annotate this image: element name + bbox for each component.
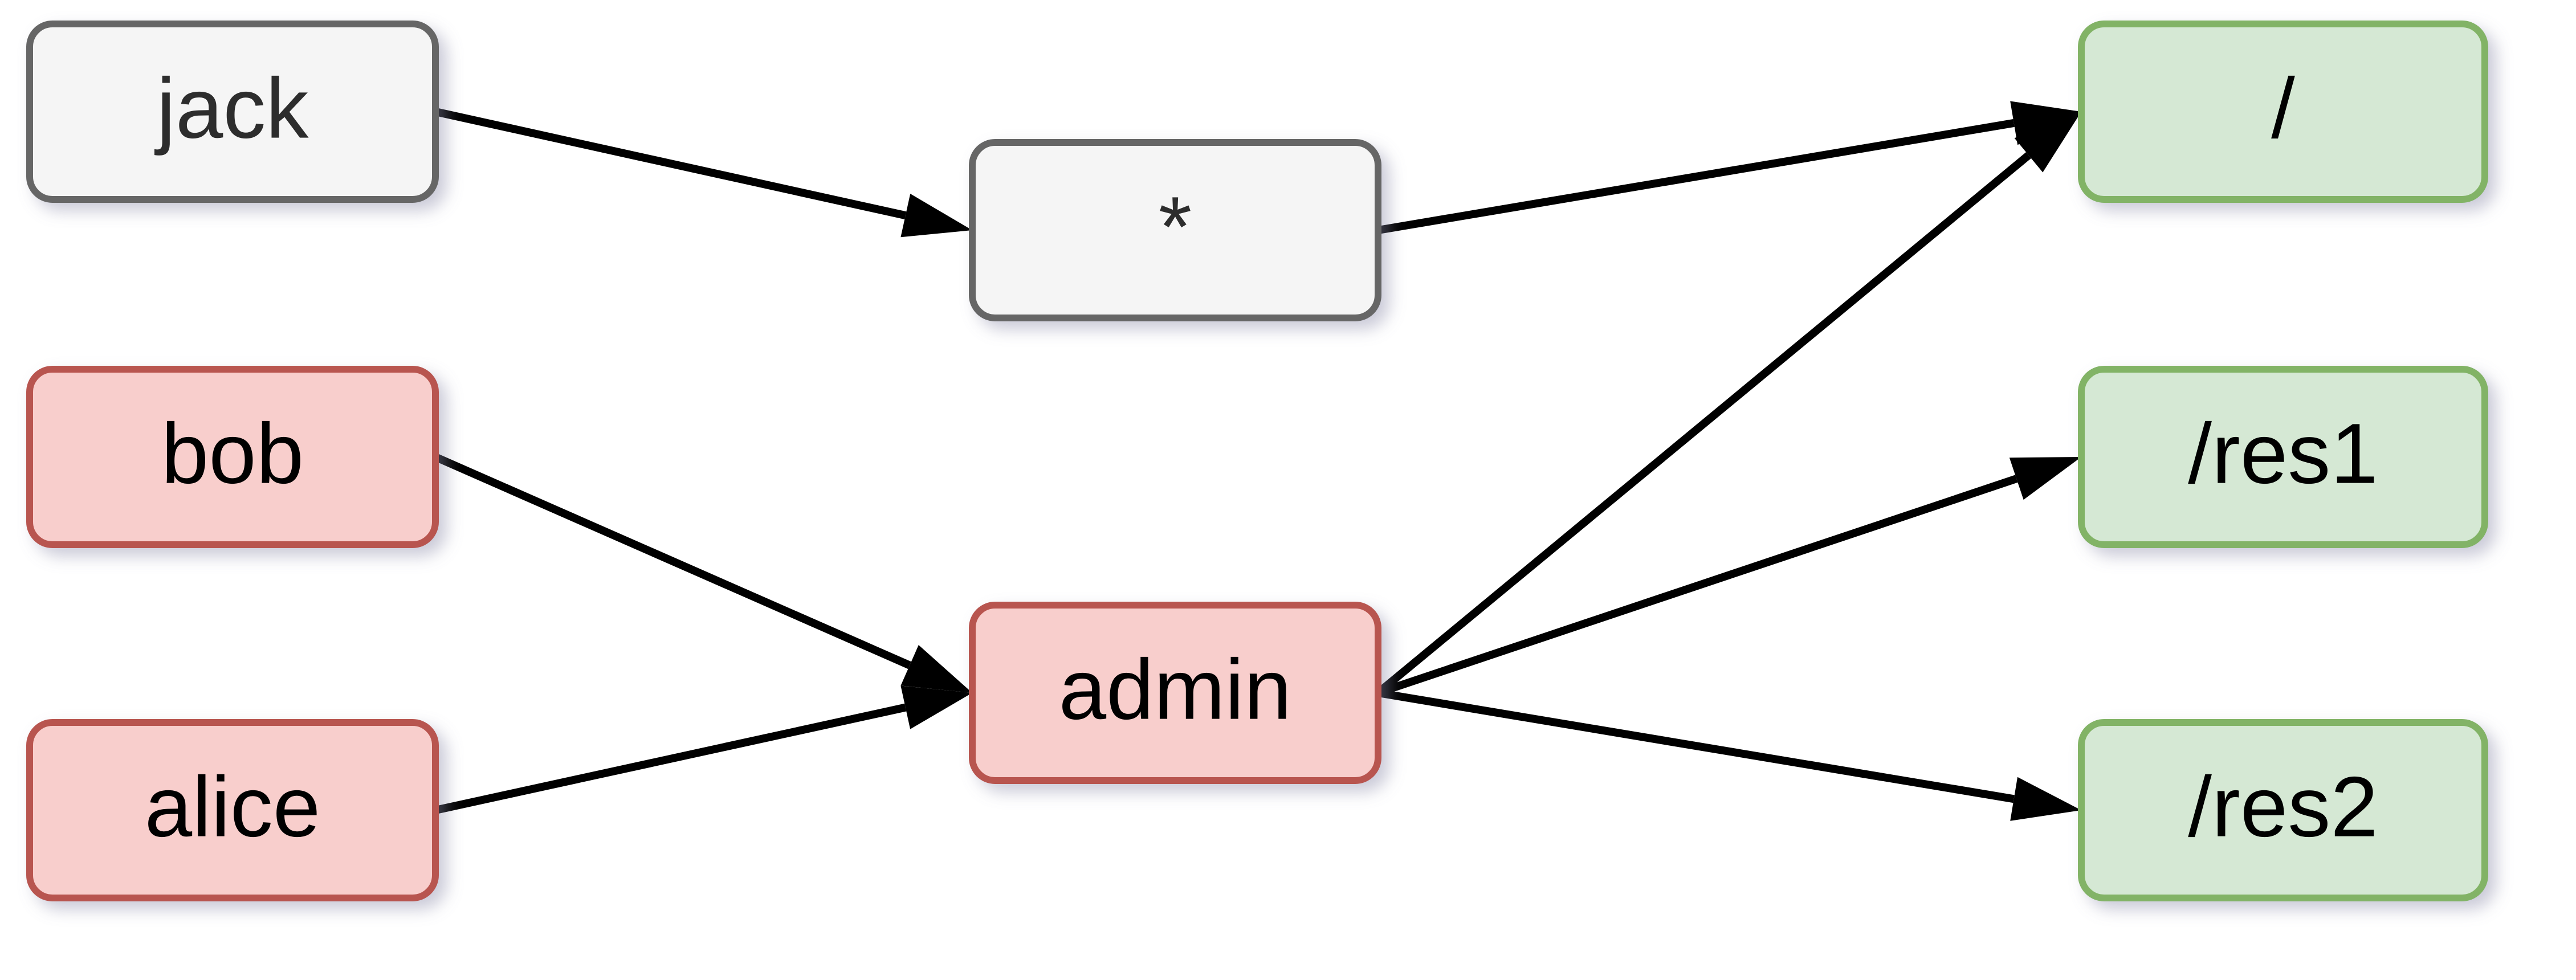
edge-alice-admin	[434, 685, 972, 814]
edge-line	[434, 108, 907, 219]
edge-line	[1377, 689, 2015, 803]
node-box[interactable]	[969, 139, 1381, 321]
edge-bob-admin	[434, 453, 972, 693]
edges-layer	[434, 101, 2081, 821]
node-box[interactable]	[26, 366, 439, 548]
node-alice[interactable]: alice	[26, 719, 439, 901]
node-res2[interactable]: /res2	[2078, 719, 2488, 901]
node-box[interactable]	[26, 21, 439, 203]
arrowhead-icon	[900, 194, 972, 238]
edge-star-root	[1377, 101, 2081, 234]
arrowhead-icon	[2014, 112, 2081, 173]
node-box[interactable]	[2078, 719, 2488, 901]
node-root[interactable]: /	[2078, 21, 2488, 203]
arrowhead-icon	[2009, 457, 2081, 500]
node-box[interactable]	[2078, 21, 2488, 203]
edge-admin-root	[1375, 112, 2081, 696]
edge-line	[1375, 152, 2031, 696]
arrowhead-icon	[2010, 777, 2081, 821]
edge-jack-star	[434, 108, 972, 238]
nodes-layer: jack * / bob/res1 admin alice/res2	[26, 21, 2488, 901]
node-box[interactable]	[26, 719, 439, 901]
arrowhead-icon	[900, 685, 972, 729]
edge-line	[1376, 475, 2018, 697]
node-star[interactable]: *	[969, 139, 1381, 321]
arrowhead-icon	[900, 645, 972, 693]
node-res1[interactable]: /res1	[2078, 366, 2488, 548]
node-box[interactable]	[2078, 366, 2488, 548]
edge-admin-res1	[1376, 457, 2081, 697]
edge-line	[1377, 119, 2015, 234]
edge-line	[434, 453, 911, 669]
node-bob[interactable]: bob	[26, 366, 439, 548]
edge-line	[434, 703, 907, 814]
node-box[interactable]	[969, 602, 1381, 784]
edge-admin-res2	[1377, 689, 2081, 821]
node-admin[interactable]: admin	[969, 602, 1381, 784]
node-jack[interactable]: jack	[26, 21, 439, 203]
